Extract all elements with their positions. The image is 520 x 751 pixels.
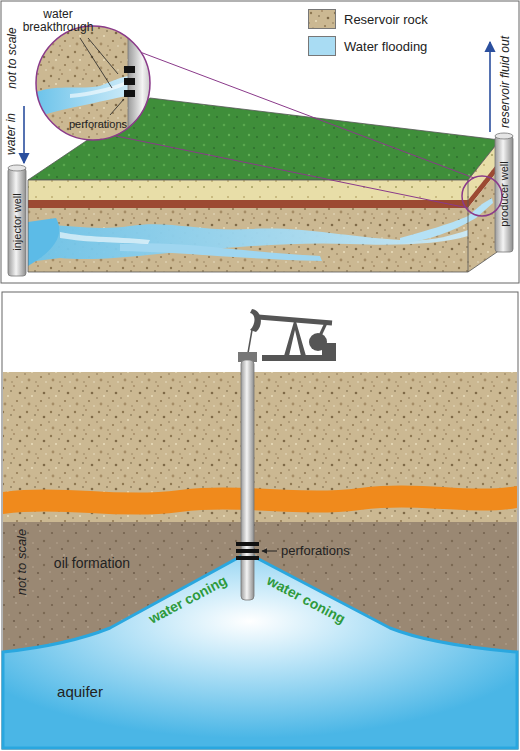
oil-formation (3, 522, 517, 748)
injector-well (8, 165, 26, 276)
injector-well (8, 168, 26, 276)
injector-well (8, 165, 26, 171)
pump-jack (258, 317, 332, 323)
zoom-callout (124, 90, 135, 97)
zoom-callout (36, 26, 150, 140)
leader-arrow (262, 551, 277, 552)
legend-swatch (309, 10, 336, 29)
callout-label: perforations (281, 544, 350, 558)
coning-label: water coning (146, 573, 229, 627)
zoom-callout (36, 76, 128, 118)
zoom-callout (30, 20, 502, 216)
flow-label: reservoir fluid out (499, 36, 512, 128)
zoom-callout (110, 99, 124, 115)
zoom-callout (70, 82, 124, 98)
flow-label: water in (5, 113, 18, 155)
callout-label: water breakthrough (11, 8, 105, 34)
reservoir-block (28, 218, 59, 266)
well-bore (236, 542, 259, 546)
well-bore (236, 352, 259, 600)
reservoir-block (28, 180, 468, 200)
coning-label: water coning (264, 573, 347, 627)
pump-jack (248, 309, 336, 361)
layer-label: oil formation (54, 556, 130, 571)
pump-jack (262, 355, 336, 361)
orange-layer (3, 485, 517, 514)
legend-entry: Reservoir rock (308, 9, 428, 29)
zoom-callout (124, 66, 135, 73)
zoom-callout (116, 136, 468, 208)
zoom-callout (30, 20, 160, 150)
pump-jack (284, 318, 306, 356)
layer-label: aquifer (57, 684, 103, 701)
legend-swatch (308, 36, 336, 56)
well-label: producer well (498, 161, 510, 226)
producer-well (495, 136, 513, 252)
zoom-callout (80, 38, 112, 88)
reservoir-block (60, 232, 150, 244)
reservoir-block (28, 180, 468, 272)
scale-note: not to scale (6, 27, 19, 88)
aquifer (3, 553, 517, 748)
reservoir-block (400, 198, 493, 244)
well-label: injector well (11, 193, 23, 250)
zoom-callout (140, 52, 474, 178)
legend-swatch (308, 9, 336, 29)
zoom-callout (124, 78, 135, 85)
pump-jack (250, 309, 261, 332)
reservoir-block (120, 243, 322, 261)
zoom-callout (462, 176, 502, 216)
legend-entry: Water flooding (308, 36, 427, 56)
bottom-panel (2, 292, 518, 749)
top-panel (1, 1, 519, 283)
flow-arrow (489, 42, 491, 132)
producer-well (495, 133, 513, 252)
reservoir-block (28, 200, 468, 208)
top-panel (1, 1, 519, 283)
scale-note: not to scale (15, 529, 29, 596)
flow-arrow (23, 106, 25, 163)
pump-jack (248, 330, 252, 353)
well-bore (236, 556, 259, 560)
producer-well (495, 133, 513, 139)
zoom-callout (88, 38, 118, 74)
legend-text: Reservoir rock (344, 12, 428, 27)
well-bore (236, 549, 259, 553)
bottom-panel (2, 292, 518, 749)
legend-text: Water flooding (344, 39, 427, 54)
rock-layer (3, 372, 517, 524)
well-bore (241, 360, 254, 600)
callout-label: perforations (69, 118, 127, 130)
zoom-callout (30, 20, 160, 150)
pump-jack (322, 343, 336, 355)
